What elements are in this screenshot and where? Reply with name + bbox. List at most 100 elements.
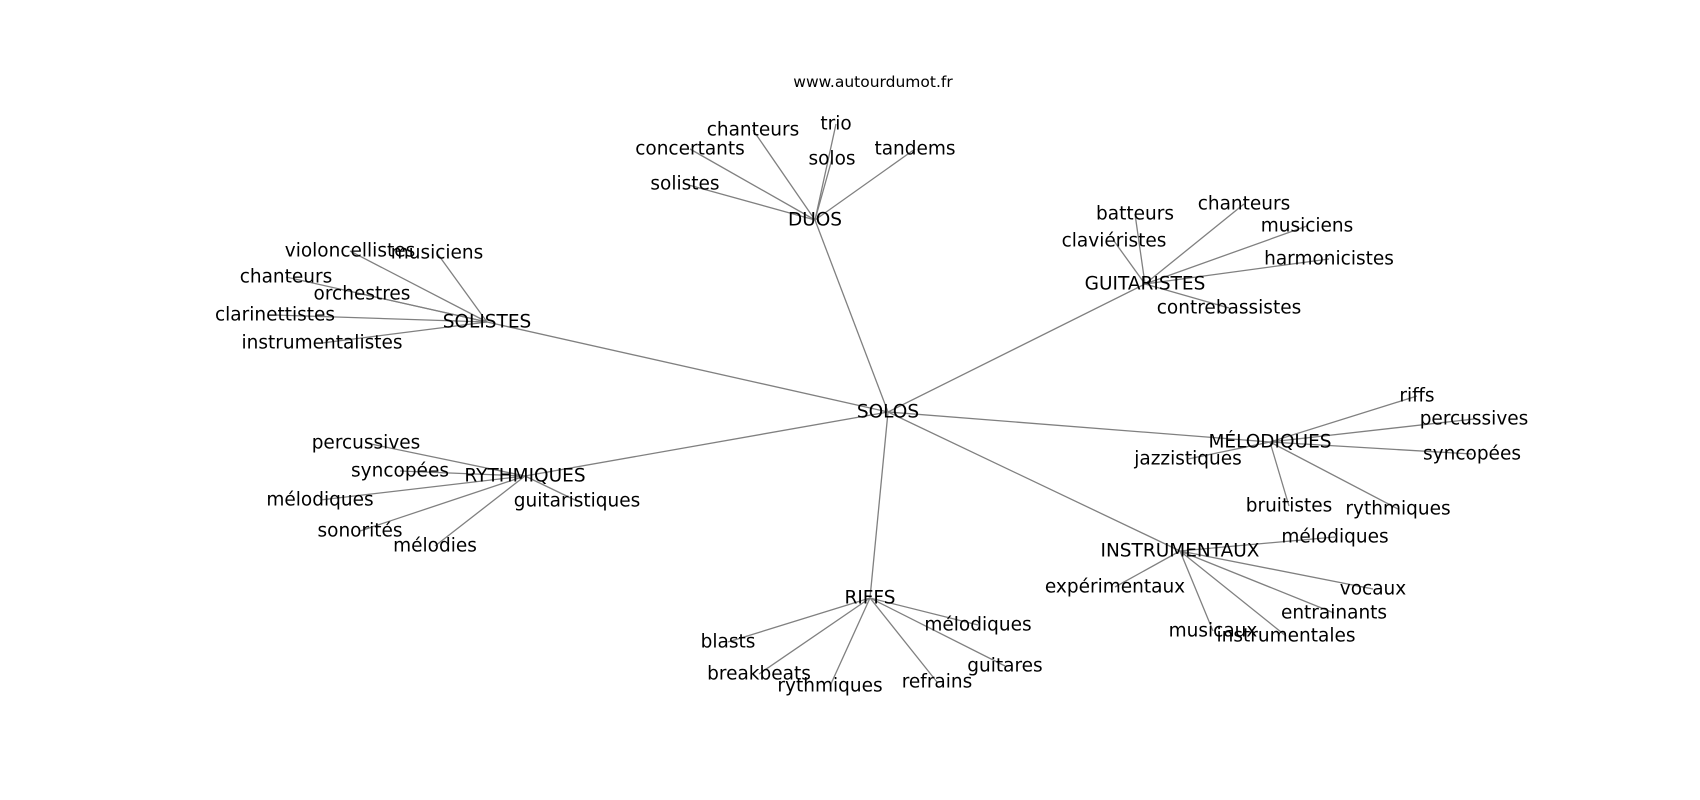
credit-text: www.autourdumot.fr bbox=[793, 73, 953, 91]
edge-riffs-refrains bbox=[869, 597, 938, 683]
edge-rythmiques-melodiques bbox=[319, 475, 526, 501]
edge-duos-tandems bbox=[814, 148, 916, 221]
edge-duos-trio bbox=[814, 123, 837, 221]
node-leaf-melodiques-bruitistes: bruitistes bbox=[1246, 496, 1333, 517]
node-leaf-solistes-musiciens: musiciens bbox=[391, 243, 484, 264]
node-leaf-duos-trio: trio bbox=[820, 114, 851, 135]
node-leaf-rythmiques-percussives: percussives bbox=[312, 433, 421, 454]
node-leaf-rythmiques-syncopees: syncopées bbox=[351, 461, 449, 482]
node-leaf-guitaristes-musiciens: musiciens bbox=[1261, 216, 1354, 237]
node-leaf-guitaristes-harmonicistes: harmonicistes bbox=[1264, 249, 1394, 270]
node-leaf-riffs-melodiques: mélodiques bbox=[924, 615, 1031, 636]
edge-rythmiques-percussives bbox=[365, 442, 526, 477]
node-leaf-duos-tandems: tandems bbox=[874, 139, 955, 160]
node-leaf-duos-concertants: concertants bbox=[635, 139, 745, 160]
edge-melodiques-bruitistes bbox=[1269, 441, 1290, 507]
edge-guitaristes-clavieristes bbox=[1113, 240, 1146, 285]
node-leaf-instrumentaux-entrainants: entrainants bbox=[1281, 603, 1387, 624]
edge-solistes-violoncellistes bbox=[349, 250, 488, 323]
node-leaf-duos-solos: solos bbox=[808, 149, 855, 170]
node-leaf-riffs-rythmiques: rythmiques bbox=[777, 676, 882, 697]
node-leaf-instrumentaux-experimentaux: expérimentaux bbox=[1045, 577, 1185, 598]
edge-instrumentaux-melodiques bbox=[1179, 536, 1336, 552]
edge-rythmiques-melodies bbox=[434, 475, 526, 547]
node-hub-duos: DUOS bbox=[788, 210, 842, 231]
node-leaf-instrumentaux-vocaux: vocaux bbox=[1340, 579, 1407, 600]
node-leaf-solistes-violoncellistes: violoncellistes bbox=[285, 241, 415, 262]
edge-duos-concertants bbox=[689, 148, 816, 221]
node-leaf-solistes-chanteurs: chanteurs bbox=[240, 267, 333, 288]
node-hub-melodiques: MÉLODIQUES bbox=[1208, 431, 1331, 453]
node-leaf-guitaristes-chanteurs: chanteurs bbox=[1198, 194, 1291, 215]
edge-instrumentaux-musicaux bbox=[1179, 550, 1214, 632]
edge-melodiques-jazzistiques bbox=[1187, 441, 1271, 460]
node-leaf-rythmiques-sonorites: sonorités bbox=[317, 521, 402, 542]
node-leaf-instrumentaux-instrumentales: instrumentales bbox=[1217, 626, 1356, 647]
edge-rythmiques-syncopees bbox=[399, 470, 526, 477]
node-leaf-duos-chanteurs: chanteurs bbox=[707, 120, 800, 141]
edge-riffs-rythmiques bbox=[829, 597, 871, 687]
node-hub-solistes: SOLISTES bbox=[443, 312, 532, 333]
edge-melodiques-riffs bbox=[1269, 395, 1418, 443]
edge-solistes-musiciens bbox=[436, 252, 488, 323]
node-hub-instrumentaux: INSTRUMENTAUX bbox=[1101, 541, 1260, 562]
node-leaf-riffs-refrains: refrains bbox=[902, 672, 973, 693]
edge-guitaristes-musiciens bbox=[1144, 225, 1308, 285]
node-leaf-melodiques-syncopees: syncopées bbox=[1423, 444, 1521, 465]
edge-solistes-clarinettistes bbox=[274, 314, 488, 323]
node-leaf-solistes-orchestres: orchestres bbox=[314, 284, 411, 305]
node-leaf-guitaristes-batteurs: batteurs bbox=[1096, 204, 1174, 225]
edge-instrumentaux-instrumentales bbox=[1179, 550, 1287, 637]
node-leaf-melodiques-jazzistiques: jazzistiques bbox=[1133, 449, 1242, 470]
edge-guitaristes-chanteurs bbox=[1144, 203, 1245, 285]
node-leaf-riffs-breakbeats: breakbeats bbox=[707, 664, 811, 685]
edge-melodiques-syncopees bbox=[1269, 441, 1473, 455]
edge-solos-guitaristes bbox=[887, 283, 1146, 413]
edge-instrumentaux-vocaux bbox=[1179, 550, 1374, 590]
node-hub-rythmiques: RYTHMIQUES bbox=[464, 466, 585, 487]
edge-duos-chanteurs bbox=[752, 129, 816, 221]
node-leaf-riffs-guitares: guitares bbox=[967, 656, 1042, 677]
edge-solistes-instrumentalistes bbox=[321, 321, 488, 344]
node-leaf-rythmiques-melodies: mélodies bbox=[393, 536, 477, 557]
node-leaf-riffs-blasts: blasts bbox=[701, 632, 756, 653]
graph-edges bbox=[274, 123, 1475, 687]
edge-solos-duos bbox=[814, 219, 889, 413]
node-leaf-guitaristes-contrebassistes: contrebassistes bbox=[1157, 298, 1301, 319]
edge-instrumentaux-entrainants bbox=[1179, 550, 1335, 614]
node-leaf-solistes-instrumentalistes: instrumentalistes bbox=[242, 333, 403, 354]
node-leaf-rythmiques-melodiques: mélodiques bbox=[266, 490, 373, 511]
edge-solos-riffs bbox=[869, 411, 889, 599]
node-leaf-melodiques-riffs: riffs bbox=[1399, 386, 1434, 407]
edge-solistes-orchestres bbox=[361, 293, 488, 323]
edge-solos-instrumentaux bbox=[887, 411, 1181, 552]
edge-rythmiques-guitaristiques bbox=[524, 475, 578, 502]
edge-riffs-blasts bbox=[727, 597, 871, 643]
edge-duos-solos bbox=[814, 158, 833, 221]
node-leaf-melodiques-rythmiques: rythmiques bbox=[1345, 499, 1450, 520]
edge-riffs-guitares bbox=[869, 597, 1006, 667]
node-leaf-guitaristes-clavieristes: claviéristes bbox=[1062, 231, 1167, 252]
edge-instrumentaux-experimentaux bbox=[1114, 550, 1181, 588]
edge-solos-solistes bbox=[486, 321, 889, 413]
edge-guitaristes-contrebassistes bbox=[1144, 283, 1230, 309]
node-leaf-rythmiques-guitaristiques: guitaristiques bbox=[514, 491, 640, 512]
node-leaf-duos-solistes: solistes bbox=[650, 174, 719, 195]
edge-melodiques-percussives bbox=[1269, 418, 1475, 443]
node-leaf-instrumentaux-melodiques: mélodiques bbox=[1281, 527, 1388, 548]
node-hub-guitaristes: GUITARISTES bbox=[1085, 274, 1206, 295]
node-leaf-instrumentaux-musicaux: musicaux bbox=[1169, 621, 1258, 642]
edge-rythmiques-sonorites bbox=[359, 475, 526, 532]
node-hub-riffs: RIFFS bbox=[844, 588, 895, 609]
edge-guitaristes-harmonicistes bbox=[1144, 258, 1330, 285]
edge-guitaristes-batteurs bbox=[1134, 213, 1146, 285]
node-center-solos: SOLOS bbox=[857, 402, 919, 423]
edge-riffs-breakbeats bbox=[758, 597, 871, 675]
edge-riffs-melodiques bbox=[869, 597, 979, 626]
edge-melodiques-rythmiques bbox=[1269, 441, 1399, 510]
node-leaf-solistes-clarinettistes: clarinettistes bbox=[215, 305, 335, 326]
node-leaf-melodiques-percussives: percussives bbox=[1420, 409, 1529, 430]
